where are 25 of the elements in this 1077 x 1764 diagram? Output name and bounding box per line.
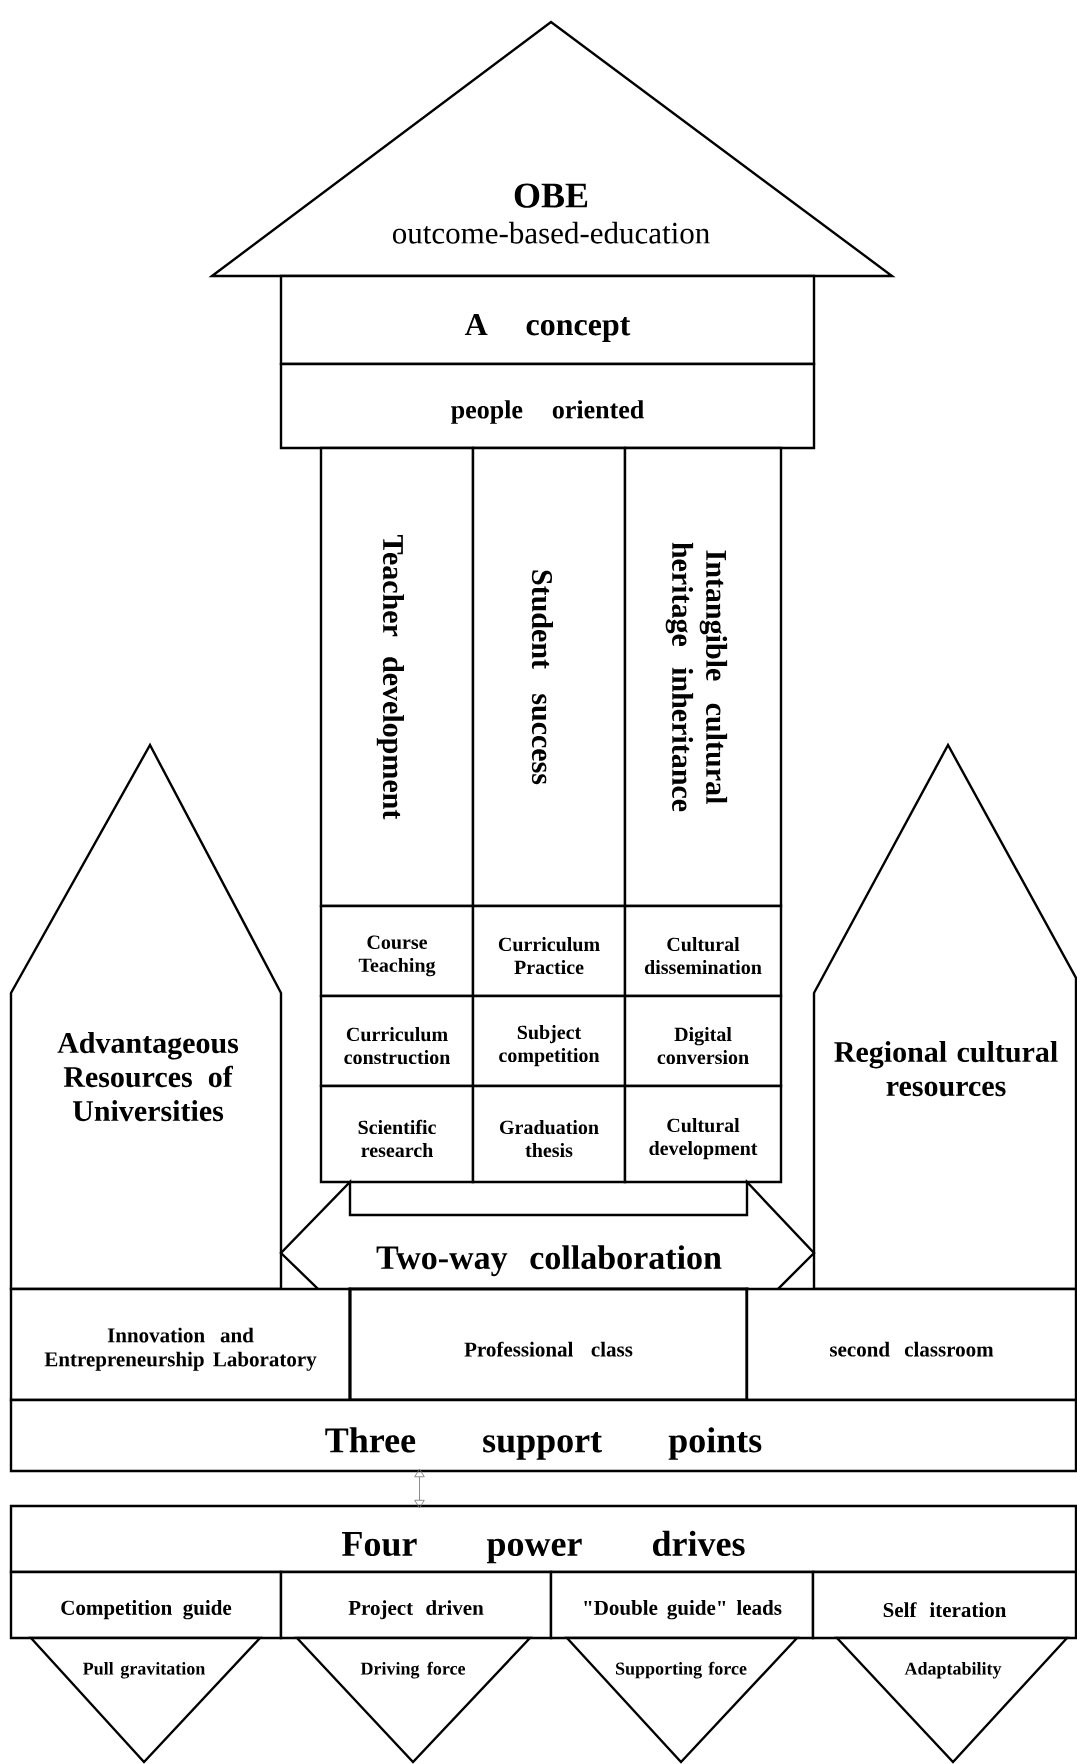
base-box: Innovation and Entrepreneurship Laboratory	[9, 1287, 352, 1402]
side-pillar: Regional cultural resources	[812, 742, 1077, 1291]
double-arrow	[414, 1468, 425, 1509]
table-cell: Graduation thesis	[471, 1084, 627, 1184]
node-label: Driving force	[360, 1661, 466, 1679]
table-cell: Subject competition	[471, 994, 627, 1088]
drive-box: Project driven	[279, 1570, 553, 1640]
base-box: second classroom	[745, 1287, 1077, 1402]
table-cell: Cultural dissemination	[623, 904, 783, 998]
table-cell: Scientific research	[319, 1084, 475, 1184]
table-cell: Digital conversion	[623, 994, 783, 1088]
table-cell: Curriculum construction	[319, 994, 475, 1088]
node-label: Supporting force	[616, 1661, 747, 1679]
table-cell: Curriculum Practice	[471, 904, 627, 998]
concept-box: A concept	[279, 274, 816, 366]
table-cell: Course Teaching	[319, 904, 475, 998]
drive-band: Four power drives	[9, 1504, 1077, 1574]
heading-box: people oriented	[279, 362, 816, 450]
node-label: Pull gravitation	[83, 1662, 206, 1679]
base-box: Professional class	[348, 1287, 749, 1402]
node-label: Adaptability	[904, 1662, 1002, 1679]
drive-box: Competition guide	[9, 1570, 283, 1640]
drive-box: "Double guide" leads	[549, 1570, 815, 1640]
drive-box: Self iteration	[811, 1570, 1077, 1640]
table-cell: Cultural development	[623, 1084, 783, 1184]
